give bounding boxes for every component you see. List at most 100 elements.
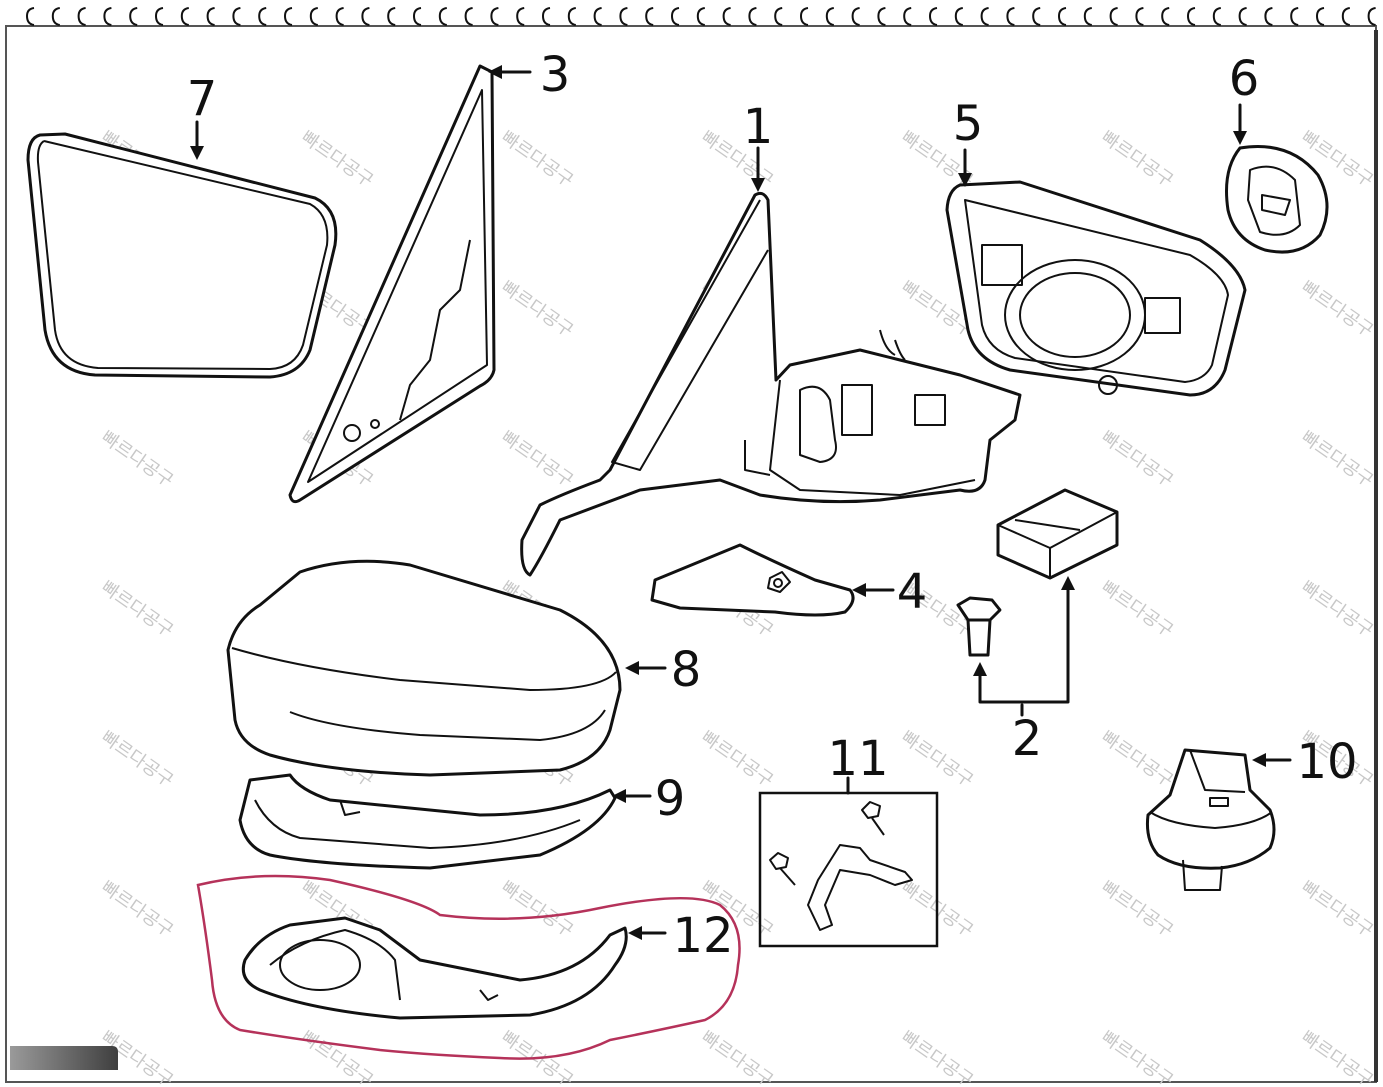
binding-ring xyxy=(1212,7,1222,26)
binding-ring xyxy=(258,7,267,26)
watermark-text: 빠르다공구 xyxy=(497,127,577,192)
binding-ring xyxy=(980,7,989,26)
callout-11: 11 xyxy=(827,731,888,787)
binding-ring xyxy=(619,7,628,26)
binding-ring xyxy=(774,7,783,26)
binding-ring xyxy=(129,7,138,26)
binding-ring xyxy=(825,7,835,26)
binding-ring xyxy=(490,7,499,26)
binding-ring xyxy=(593,7,602,26)
binding-ring xyxy=(903,7,912,26)
binding-ring xyxy=(1186,7,1196,26)
callout-3: 3 xyxy=(540,47,571,103)
binding-ring xyxy=(180,7,190,26)
binding-ring xyxy=(670,7,680,26)
watermark-text: 빠르다공구 xyxy=(1297,577,1377,642)
part-2-pad-and-bolt xyxy=(956,488,1119,657)
watermark-text: 빠르다공구 xyxy=(1097,1027,1177,1087)
part-3-triangle-trim xyxy=(288,64,496,504)
watermark-text: 빠르다공구 xyxy=(1297,877,1377,942)
part-10-puddle-light xyxy=(1146,748,1276,891)
binding-ring xyxy=(412,7,422,26)
binding-ring xyxy=(928,7,938,26)
binding-ring xyxy=(206,7,215,26)
binding-ring xyxy=(696,7,706,26)
watermark-text: 빠르다공구 xyxy=(1297,277,1377,342)
binding-ring xyxy=(1109,7,1118,26)
watermark-text: 빠르다공구 xyxy=(1097,427,1177,492)
binding-ring xyxy=(1083,7,1093,26)
binding-ring xyxy=(1006,7,1015,26)
watermark-text: 빠르다공구 xyxy=(97,877,177,942)
part-7-mirror-glass xyxy=(26,132,338,379)
watermark-text: 빠르다공구 xyxy=(1297,1027,1377,1087)
binding-ring xyxy=(103,7,112,26)
binding-ring xyxy=(877,7,886,26)
binding-ring xyxy=(1032,7,1041,26)
callout-12: 12 xyxy=(672,908,733,964)
binding-ring xyxy=(1315,7,1325,26)
part-8-mirror-cap xyxy=(226,559,622,777)
watermark-text: 빠르다공구 xyxy=(697,727,777,792)
callout-7: 7 xyxy=(187,71,218,127)
callout-5: 5 xyxy=(953,96,984,152)
leader-lines xyxy=(190,65,1292,940)
callout-4: 4 xyxy=(897,564,928,620)
binding-ring xyxy=(77,7,86,26)
watermark-text: 빠르다공구 xyxy=(1097,577,1177,642)
part-12-lower-housing xyxy=(196,874,741,1060)
watermark-text: 빠르다공구 xyxy=(1297,427,1377,492)
binding-ring xyxy=(748,7,757,26)
binding-ring xyxy=(232,7,241,26)
binding-ring xyxy=(309,7,319,26)
watermark-text: 빠르다공구 xyxy=(897,1027,977,1087)
binding-ring xyxy=(361,7,370,26)
binding-ring xyxy=(51,7,61,26)
part-9-turn-signal xyxy=(238,773,617,870)
binding-ring xyxy=(25,7,35,26)
callout-10: 10 xyxy=(1296,734,1357,790)
part-5-backing-plate xyxy=(945,180,1247,397)
binding-ring xyxy=(1135,7,1144,26)
binding-ring xyxy=(541,7,551,26)
binding-ring xyxy=(1264,7,1273,26)
binding-ring xyxy=(387,7,396,26)
binding-ring xyxy=(1290,7,1299,26)
part-4-bracket xyxy=(650,543,855,617)
binding-ring xyxy=(464,7,473,26)
binding-ring xyxy=(516,7,525,26)
watermark-text: 빠르다공구 xyxy=(97,727,177,792)
binding-ring xyxy=(722,7,731,26)
watermark-text: 빠르다공구 xyxy=(97,427,177,492)
binding-ring xyxy=(154,7,164,26)
binding-ring xyxy=(1367,7,1376,26)
watermark-text: 빠르다공구 xyxy=(297,1027,377,1087)
callout-8: 8 xyxy=(671,642,702,698)
watermark-text: 빠르다공구 xyxy=(497,277,577,342)
callout-9: 9 xyxy=(655,771,686,827)
spiral-binding xyxy=(25,7,1376,26)
binding-ring xyxy=(335,7,344,26)
binding-ring xyxy=(1341,7,1351,26)
callout-2: 2 xyxy=(1012,711,1043,767)
watermark-text: 빠르다공구 xyxy=(97,577,177,642)
watermark-text: 빠르다공구 xyxy=(297,127,377,192)
binding-ring xyxy=(1161,7,1170,26)
binding-ring xyxy=(799,7,809,26)
watermark-text: 빠르다공구 xyxy=(1097,127,1177,192)
callout-6: 6 xyxy=(1229,51,1260,107)
watermark-text: 빠르다공구 xyxy=(497,877,577,942)
watermark-text: 빠르다공구 xyxy=(1097,877,1177,942)
highlight-outline xyxy=(196,874,741,1060)
callout-1: 1 xyxy=(743,99,774,155)
binding-ring xyxy=(567,7,577,26)
watermark-text: 빠르다공구 xyxy=(897,727,977,792)
binding-ring xyxy=(283,7,293,26)
corner-tab xyxy=(10,1046,118,1070)
binding-ring xyxy=(645,7,654,26)
binding-ring xyxy=(438,7,448,26)
part-6-actuator xyxy=(1225,145,1329,254)
binding-ring xyxy=(954,7,964,26)
binding-ring xyxy=(1057,7,1067,26)
